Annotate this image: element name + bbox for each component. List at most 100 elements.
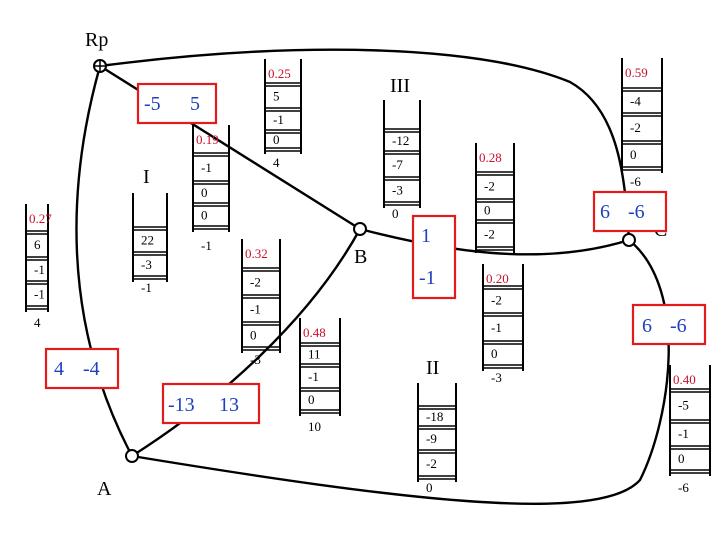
ladders: 0.276-1-1422-3-10.19-100-10.255-1040.32-… [25,58,711,495]
ladder-bottom-value: -6 [630,174,641,189]
ladder-bottom-value: -6 [678,480,689,495]
box-c-a-right: -6 [670,315,687,337]
box-a-b-left: -13 [168,394,195,416]
ladder-value: -2 [630,120,641,135]
box-b-c: 1 -1 [411,214,457,300]
ladder-value: -1 [141,280,152,295]
ladder-12: 0.40 -5 -1 0 -6 [669,365,711,495]
loop-label-i: I [143,166,150,188]
box-rp-b: -5 5 [136,82,218,125]
box-rp-c: 6 -6 [592,190,668,233]
ladder-value: 0 [426,480,433,495]
box-rp-b-right: 5 [190,93,200,115]
ladder-value: -1 [308,369,319,384]
box-rp-a-left: 4 [54,358,64,380]
ladder-value: -12 [392,133,409,148]
node-b: B [353,222,367,268]
ladder-3: 0.19 -1 0 0 -1 [192,125,230,253]
box-rp-a-right: -4 [83,358,100,380]
ladder-bottom-value: 10 [308,419,321,434]
ladder-ratio: 0.28 [479,150,502,165]
ladder-ratio: 0.19 [196,132,219,147]
loop-label-iii: III [390,75,410,97]
box-rp-a: 4 -4 [44,347,120,390]
ladder-value: -2 [484,179,495,194]
ladder-1: 0.27 6 -1 -1 4 [25,204,52,330]
ladder-value: -1 [201,160,212,175]
ladder-value: 6 [34,237,41,252]
ladder-value: 0 [678,451,685,466]
ladder-ratio: 0.48 [303,325,326,340]
ladder-value: -1 [678,426,689,441]
edge-a-b [131,228,362,458]
ladder-value: 22 [141,233,154,248]
ladder-value: -4 [630,94,641,109]
edge-rp-a [75,65,134,457]
ladder-ratio: 0.40 [673,372,696,387]
ladder-5: 0.32-2-10-3 [241,239,281,367]
box-b-c-top: 1 [421,225,431,247]
ladder-value: 5 [273,89,280,104]
ladder-value: -1 [250,302,261,317]
ladder-value: -1 [34,287,45,302]
ladder-bottom-value: 4 [34,315,41,330]
box-a-b: -13 13 [161,382,261,425]
ladder-value: 0 [484,203,491,218]
ladder-value: 0 [630,147,637,162]
ladder-value: 0 [392,206,399,221]
box-b-c-bottom: -1 [419,267,436,289]
ladder-value: 0 [273,132,280,147]
ladder-ratio: 0.20 [486,271,509,286]
ladder-value: 0 [201,185,208,200]
ladder-4: 0.25 5 -1 0 4 [264,59,302,170]
ladder-value: -1 [491,320,502,335]
edge-c-a [131,239,670,505]
ladder-9: 0.28 -2 0 -2 [475,143,515,253]
ladder-value: -9 [426,431,437,446]
ladder-value: -3 [141,257,152,272]
node-rp-label: Rp [85,29,108,51]
node-a-label: A [97,478,112,500]
ladder-value: -2 [426,456,437,471]
ladder-bottom-value: -3 [491,370,502,385]
ladder-value: -2 [484,227,495,242]
ladder-value: -1 [34,262,45,277]
box-rp-b-left: -5 [144,93,161,115]
ladder-7: -12 -7 -3 0 [383,100,421,221]
ladder-value: 0 [201,208,208,223]
ladder-value: -1 [273,112,284,127]
ladder-value: -2 [250,275,261,290]
ladder-value: 0 [308,392,315,407]
ladder-value: -7 [392,157,403,172]
ladder-ratio: 0.25 [268,66,291,81]
box-a-b-right: 13 [219,394,239,416]
box-rp-c-left: 6 [600,201,610,223]
ladder-value: 0 [250,328,257,343]
ladder-value: -3 [392,183,403,198]
ladder-10: 0.20 -2 -1 0 -3 [482,264,524,385]
ladder-6: 0.48 11 -1 0 10 [299,318,341,434]
ladder-8: -18 -9 -2 0 [417,383,457,495]
edge-b-c [359,227,630,256]
ladder-ratio: 0.59 [625,65,648,80]
box-c-a-left: 6 [642,315,652,337]
ladder-bottom-value: 4 [273,155,280,170]
box-rp-c-right: -6 [628,201,645,223]
loop-label-ii: II [426,357,439,379]
ladder-2: 22 -3 -1 [132,193,168,295]
ladder-bottom-value: -3 [250,352,261,367]
node-a: A [97,449,139,500]
ladder-value: -2 [491,293,502,308]
edge-rp-c [99,48,631,241]
node-b-label: B [354,246,367,268]
ladder-value: 0 [491,346,498,361]
ladder-11: 0.59 -4 -2 0 -6 [621,58,663,189]
box-c-a: 6 -6 [631,303,707,346]
ladder-value: -5 [678,398,689,413]
ladder-value: 11 [308,347,321,362]
ladder-value: -18 [426,409,443,424]
ladder-bottom-value: -1 [201,238,212,253]
ladder-ratio: 0.27 [29,211,52,226]
node-rp: Rp [85,29,108,73]
